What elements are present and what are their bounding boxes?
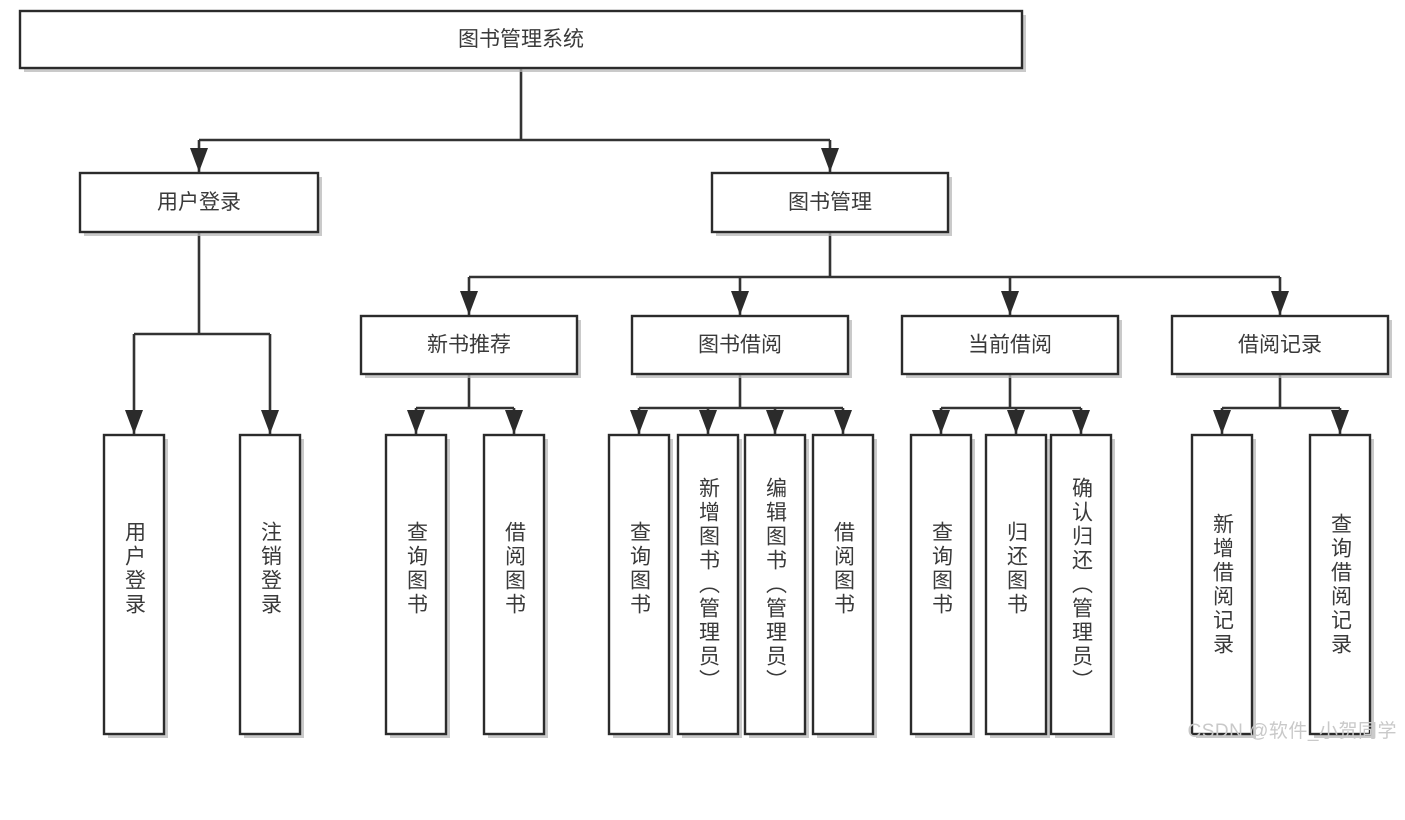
leaf-node-e696b0e5a29ee5809fe99885e8ae[interactable] (1190, 433, 1254, 736)
arrow-head-icon (932, 410, 950, 434)
arrow-head-icon (407, 410, 425, 434)
arrow-head-icon (125, 410, 143, 434)
root-node-e59bbee4b9a6e7aea1e79086e7b3[interactable] (18, 9, 1024, 70)
arrow-head-icon (1001, 291, 1019, 315)
arrow-head-icon (1331, 410, 1349, 434)
node-label: 借阅记录 (1238, 334, 1322, 357)
leaf-node-e6b3a8e99480e799bbe5bd95[interactable] (238, 433, 302, 736)
level3-node-e696b0e4b9a6e68ea8e88d90[interactable] (359, 314, 579, 376)
leaf-node-e69fa5e8afa2e59bbee4b9a6[interactable] (909, 433, 973, 736)
arrow-head-icon (1072, 410, 1090, 434)
flowchart-diagram: 图书管理系统用户登录图书管理新书推荐图书借阅当前借阅借阅记录 用户登录注销登录查… (18, 9, 1397, 742)
leaf-node-e7bc96e8be91e59bbee4b9a6efbc[interactable] (743, 433, 807, 736)
arrow-head-icon (766, 410, 784, 434)
node-label: 用户登录 (157, 191, 241, 214)
arrow-head-icon (834, 410, 852, 434)
arrow-head-icon (1213, 410, 1231, 434)
arrow-head-icon (1271, 291, 1289, 315)
leaf-node-e5bd92e8bf98e59bbee4b9a6[interactable] (984, 433, 1048, 736)
leaf-node-e5809fe99885e59bbee4b9a6[interactable] (482, 433, 546, 736)
node-label: 新书推荐 (427, 334, 511, 357)
leaf-node-e69fa5e8afa2e5809fe99885e8ae[interactable] (1308, 433, 1372, 736)
leaf-node-e696b0e5a29ee59bbee4b9a6efbc[interactable] (676, 433, 740, 736)
arrow-head-icon (505, 410, 523, 434)
csdn-watermark: CSDN @软件_小贺同学 (1187, 721, 1397, 742)
level3-node-e5809fe99885e8aeb0e5bd95[interactable] (1170, 314, 1390, 376)
leaf-node-e69fa5e8afa2e59bbee4b9a6[interactable] (384, 433, 448, 736)
node-label: 图书管理系统 (458, 28, 584, 51)
arrow-head-icon (460, 291, 478, 315)
node-label: 图书借阅 (698, 334, 782, 357)
level3-node-e5bd93e5898de5809fe99885[interactable] (900, 314, 1120, 376)
level2-node-e59bbee4b9a6e7aea1e79086[interactable] (710, 171, 950, 234)
node-label: 当前借阅 (968, 334, 1052, 357)
leaf-node-e794a8e688b7e799bbe5bd95[interactable] (102, 433, 166, 736)
connector-layer (125, 68, 1349, 434)
arrow-head-icon (699, 410, 717, 434)
arrow-head-icon (190, 148, 208, 172)
leaf-node-e69fa5e8afa2e59bbee4b9a6[interactable] (607, 433, 671, 736)
leaf-node-e5809fe99885e59bbee4b9a6[interactable] (811, 433, 875, 736)
level2-node-e794a8e688b7e799bbe5bd95[interactable] (78, 171, 320, 234)
leaf-node-e7a1aee8aea4e5bd92e8bf98efbc[interactable] (1049, 433, 1113, 736)
arrow-head-icon (731, 291, 749, 315)
node-box-layer (18, 9, 1392, 738)
level3-node-e59bbee4b9a6e5809fe99885[interactable] (630, 314, 850, 376)
arrow-head-icon (821, 148, 839, 172)
node-label: 图书管理 (788, 191, 872, 214)
arrow-head-icon (261, 410, 279, 434)
arrow-head-icon (1007, 410, 1025, 434)
arrow-head-icon (630, 410, 648, 434)
